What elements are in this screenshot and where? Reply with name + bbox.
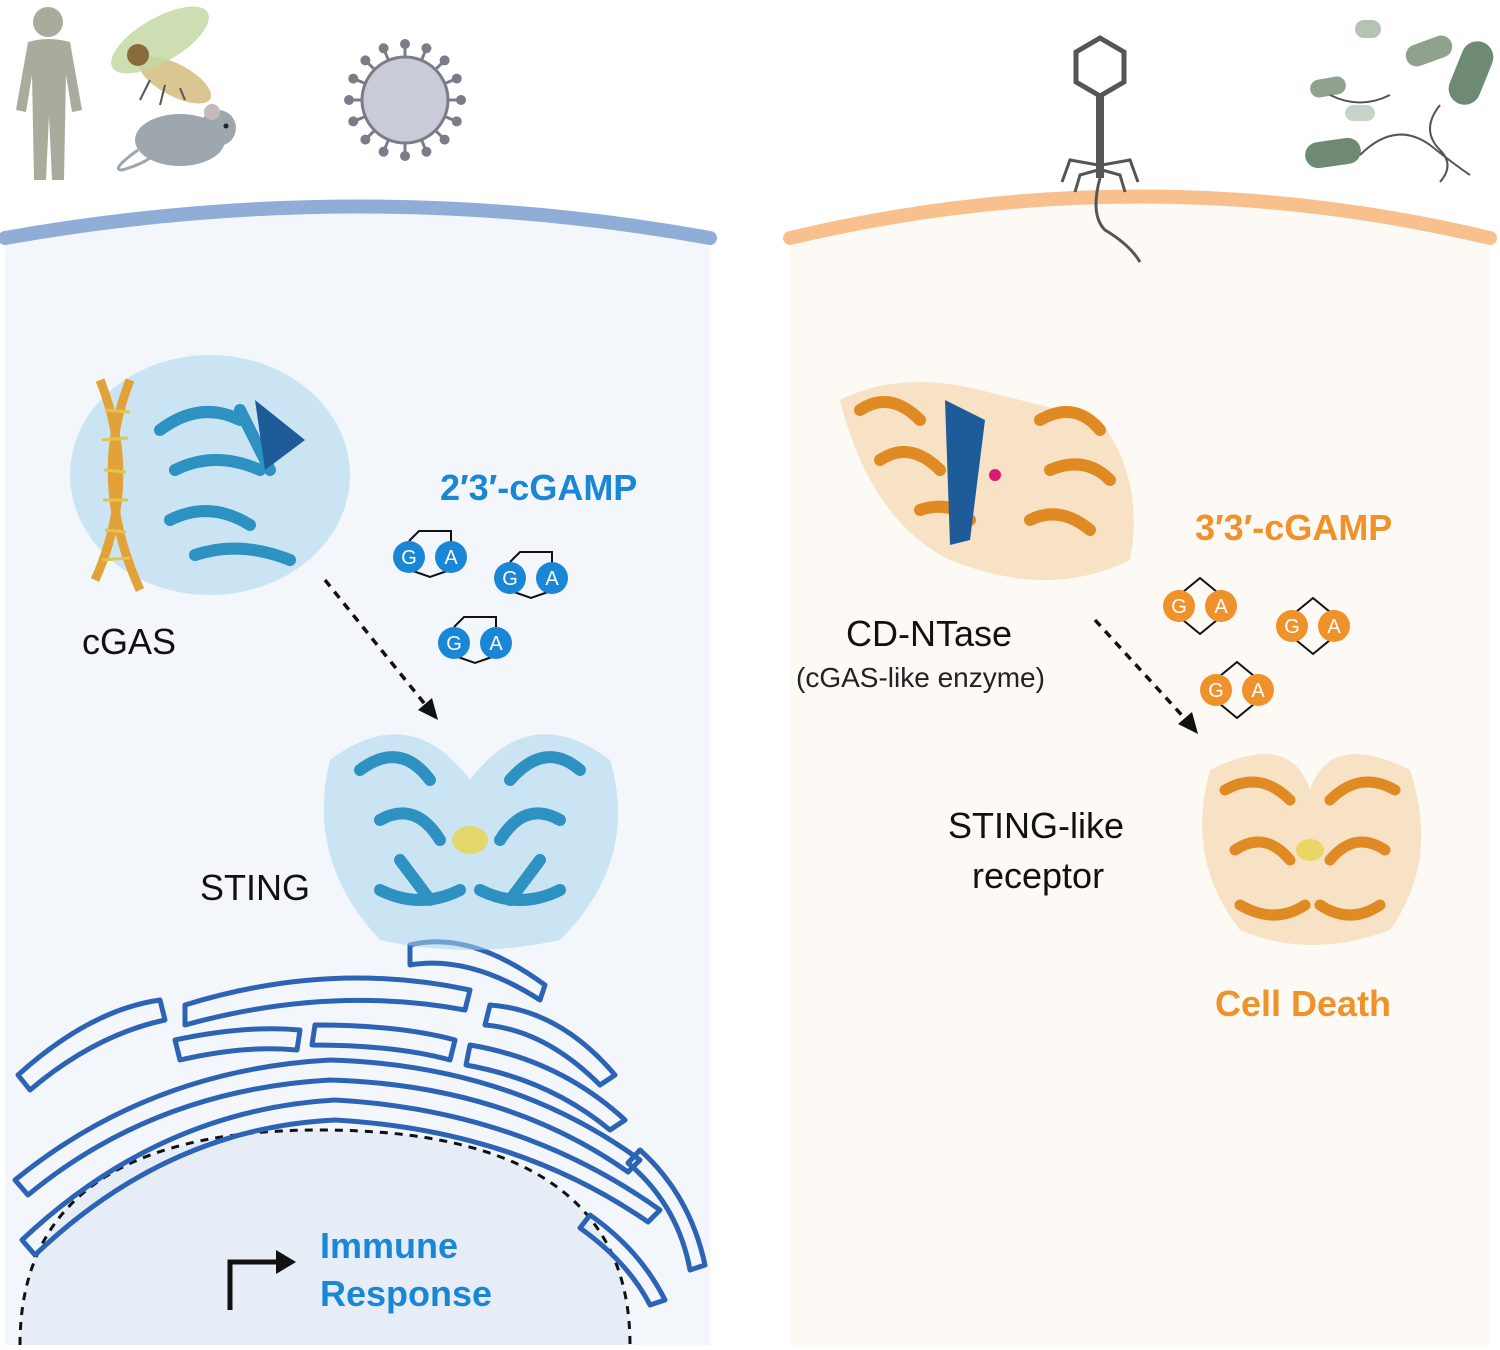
nucleotide-letter: A	[1327, 616, 1341, 638]
nucleotide-letter: G	[1284, 616, 1300, 638]
right-membrane	[783, 189, 1497, 245]
sting-label: STING	[200, 867, 311, 908]
sting-like-line2: receptor	[972, 855, 1105, 896]
arrow-cgas-to-sting	[323, 578, 438, 720]
left-membrane	[0, 199, 717, 245]
phage-icon	[1060, 35, 1142, 263]
sting-structure	[323, 734, 619, 950]
fly-icon	[111, 6, 212, 106]
nucleotide-letter: G	[1208, 680, 1224, 702]
outcome-line2: Response	[320, 1273, 493, 1314]
left-product-label: 2′3′-cGAMP	[440, 467, 638, 508]
nucleotide-g	[393, 541, 425, 573]
nucleotide-letter: G	[401, 547, 417, 569]
nucleotide-g	[494, 562, 526, 594]
nucleotide-letter: A	[545, 568, 559, 590]
nucleotide-a	[1205, 590, 1237, 622]
nucleotide-a	[435, 541, 467, 573]
nucleotide-letter: G	[446, 633, 462, 655]
sting-like-line1: STING-like	[948, 805, 1125, 846]
cell-death-label: Cell Death	[1215, 983, 1392, 1024]
nucleotide-letter: G	[1171, 596, 1187, 618]
nucleotide-g	[438, 627, 470, 659]
nucleotide-g	[1276, 610, 1308, 642]
cdntase-structure	[840, 382, 1134, 580]
arrow-cdntase-to-receptor	[1093, 618, 1198, 734]
nucleotide-letter: A	[489, 633, 503, 655]
nuclear-envelope	[18, 1128, 632, 1346]
cgas-structure	[70, 355, 350, 595]
right-product-label: 3′3′-cGAMP	[1195, 507, 1393, 548]
nucleotide-a	[1318, 610, 1350, 642]
nucleotide-g	[1200, 674, 1232, 706]
outcome-line1: Immune	[320, 1225, 459, 1266]
nucleus	[20, 1130, 630, 1345]
human-icon	[16, 7, 82, 180]
nucleotide-a	[480, 627, 512, 659]
sting-like-structure	[1202, 754, 1422, 945]
nucleotide-g	[1163, 590, 1195, 622]
nucleotide-letter: G	[502, 568, 518, 590]
mouse-icon	[117, 104, 236, 172]
nucleotide-letter: A	[444, 547, 458, 569]
cdntase-label: CD-NTase	[846, 613, 1013, 654]
cgas-label: cGAS	[82, 621, 177, 662]
cdntase-sublabel: (cGAS-like enzyme)	[796, 662, 1045, 693]
virus-icon	[344, 39, 466, 161]
nucleotide-a	[1242, 674, 1274, 706]
bacteria-icon	[1305, 20, 1494, 183]
nucleotide-a	[536, 562, 568, 594]
nucleotide-letter: A	[1214, 596, 1228, 618]
transcription-arrow-icon	[227, 1250, 296, 1310]
nucleotide-letter: A	[1251, 680, 1265, 702]
